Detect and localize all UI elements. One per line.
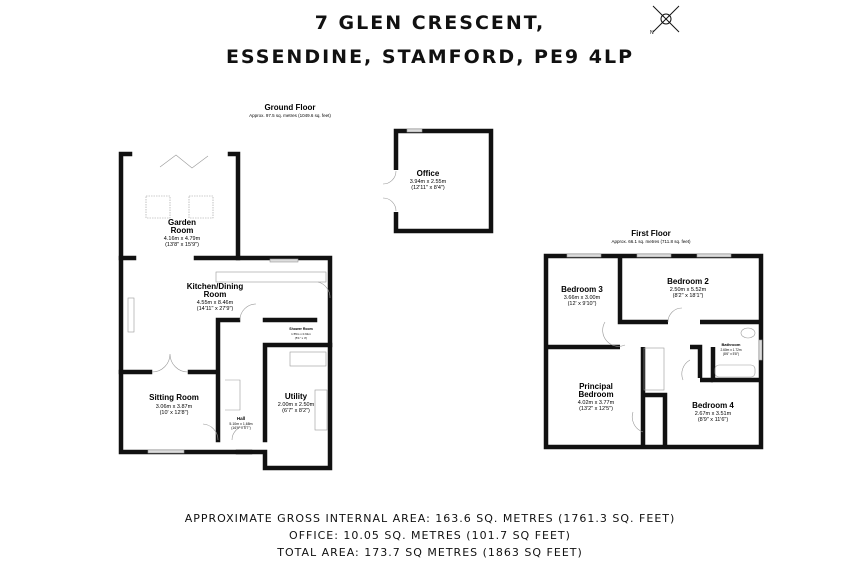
svg-text:(8'6" x 5'8"): (8'6" x 5'8") — [723, 352, 739, 356]
gross-area: APPROXIMATE GROSS INTERNAL AREA: 163.6 S… — [184, 512, 676, 525]
first-floor-area: Approx. 66.1 sq. metres (711.8 sq. feet) — [612, 239, 691, 244]
ground-floor-label: Ground Floor — [264, 103, 315, 112]
svg-text:Garden: Garden — [168, 218, 196, 227]
svg-text:2.60m x 1.72m: 2.60m x 1.72m — [720, 348, 741, 352]
ground-floor-area: Approx. 97.5 sq. metres (1049.6 sq. feet… — [249, 113, 331, 118]
svg-text:Bathroom: Bathroom — [722, 342, 741, 347]
room-principal-bedroom: Principal Bedroom 4.02m x 3.77m (13'2" x… — [578, 382, 615, 412]
room-bathroom: Bathroom 2.60m x 1.72m (8'6" x 5'8") — [720, 342, 741, 356]
room-hall: Hall 5.10m x 1.68m (16'9" x 5'7") — [229, 416, 252, 430]
ground-floor-walls — [118, 151, 333, 471]
svg-text:(8'2" x 18'1"): (8'2" x 18'1") — [673, 293, 704, 299]
first-floor-walls — [543, 253, 764, 450]
total-area: TOTAL AREA: 173.7 SQ METRES (1863 SQ FEE… — [277, 546, 583, 559]
ground-floor-fixtures — [127, 154, 331, 454]
svg-text:2.00m x 2.50m: 2.00m x 2.50m — [278, 402, 315, 408]
room-sitting-room: Sitting Room 3.06m x 3.87m (10' x 12'8") — [149, 393, 199, 416]
svg-text:Bedroom 3: Bedroom 3 — [561, 285, 603, 294]
svg-text:Shower Room: Shower Room — [289, 327, 313, 331]
svg-text:Sitting Room: Sitting Room — [149, 393, 199, 402]
compass-label: N — [650, 30, 654, 36]
office-area: OFFICE: 10.05 SQ. METRES (101.7 SQ FEET) — [289, 529, 571, 542]
svg-text:Utility: Utility — [285, 392, 308, 401]
svg-text:2.50m x 5.52m: 2.50m x 5.52m — [670, 287, 707, 293]
office-fixtures — [382, 128, 423, 212]
svg-text:(10' x 12'8"): (10' x 12'8") — [160, 410, 189, 416]
svg-text:(8'9" x 11'6"): (8'9" x 11'6") — [698, 417, 729, 423]
svg-text:Room: Room — [204, 290, 227, 299]
svg-text:(13'8" x 15'9"): (13'8" x 15'9") — [165, 242, 199, 248]
svg-text:(6'7" x 8'2"): (6'7" x 8'2") — [282, 408, 310, 414]
svg-text:3.06m x 3.87m: 3.06m x 3.87m — [156, 404, 193, 410]
address-line-1: 7 GLEN CRESCENT, — [314, 12, 546, 34]
svg-text:1.55m x 0.91m: 1.55m x 0.91m — [291, 332, 311, 336]
svg-text:3.94m x 2.55m: 3.94m x 2.55m — [410, 179, 447, 185]
svg-text:Room: Room — [171, 226, 194, 235]
room-bedroom-2: Bedroom 2 2.50m x 5.52m (8'2" x 18'1") — [667, 277, 709, 299]
room-office: Office 3.94m x 2.55m (12'11" x 8'4") — [410, 169, 447, 191]
room-utility: Utility 2.00m x 2.50m (6'7" x 8'2") — [278, 392, 315, 414]
office-walls — [393, 128, 494, 234]
first-floor-label: First Floor — [631, 229, 671, 238]
svg-text:Bedroom 4: Bedroom 4 — [692, 401, 734, 410]
svg-text:Office: Office — [417, 169, 440, 178]
room-bedroom-4: Bedroom 4 2.67m x 3.51m (8'9" x 11'6") — [692, 401, 734, 423]
svg-text:(12' x 9'10"): (12' x 9'10") — [568, 301, 597, 307]
svg-text:Bedroom 2: Bedroom 2 — [667, 277, 709, 286]
room-bedroom-3: Bedroom 3 3.66m x 3.00m (12' x 9'10") — [561, 285, 603, 307]
svg-text:Hall: Hall — [237, 416, 245, 421]
address-line-2: ESSENDINE, STAMFORD, PE9 4LP — [225, 46, 635, 68]
compass-icon — [652, 5, 680, 33]
svg-text:4.02m x 3.77m: 4.02m x 3.77m — [578, 400, 615, 406]
svg-text:(16'9" x 5'7"): (16'9" x 5'7") — [231, 426, 251, 430]
room-shower-room: Shower Room 1.55m x 0.91m (5'1" x 3') — [289, 327, 313, 340]
svg-text:(12'11" x 8'4"): (12'11" x 8'4") — [411, 185, 445, 191]
svg-text:4.16m x 4.79m: 4.16m x 4.79m — [164, 236, 201, 242]
svg-text:(13'2" x 12'5"): (13'2" x 12'5") — [579, 406, 613, 412]
room-garden-room: Garden Room 4.16m x 4.79m (13'8" x 15'9"… — [164, 218, 201, 248]
svg-text:(5'1" x 3'): (5'1" x 3') — [295, 336, 307, 340]
room-kitchen-dining: Kitchen/Dining Room 4.55m x 8.46m (14'11… — [187, 282, 244, 312]
svg-text:Bedroom: Bedroom — [578, 390, 613, 399]
svg-text:Kitchen/Dining: Kitchen/Dining — [187, 282, 244, 291]
first-floor-fixtures — [566, 253, 763, 433]
svg-text:3.66m x 3.00m: 3.66m x 3.00m — [564, 295, 601, 301]
svg-text:4.55m x 8.46m: 4.55m x 8.46m — [197, 300, 234, 306]
svg-text:2.67m x 3.51m: 2.67m x 3.51m — [695, 411, 732, 417]
svg-text:5.10m x 1.68m: 5.10m x 1.68m — [229, 422, 252, 426]
svg-text:Principal: Principal — [579, 382, 613, 391]
svg-text:(14'11" x 27'9"): (14'11" x 27'9") — [197, 306, 234, 312]
